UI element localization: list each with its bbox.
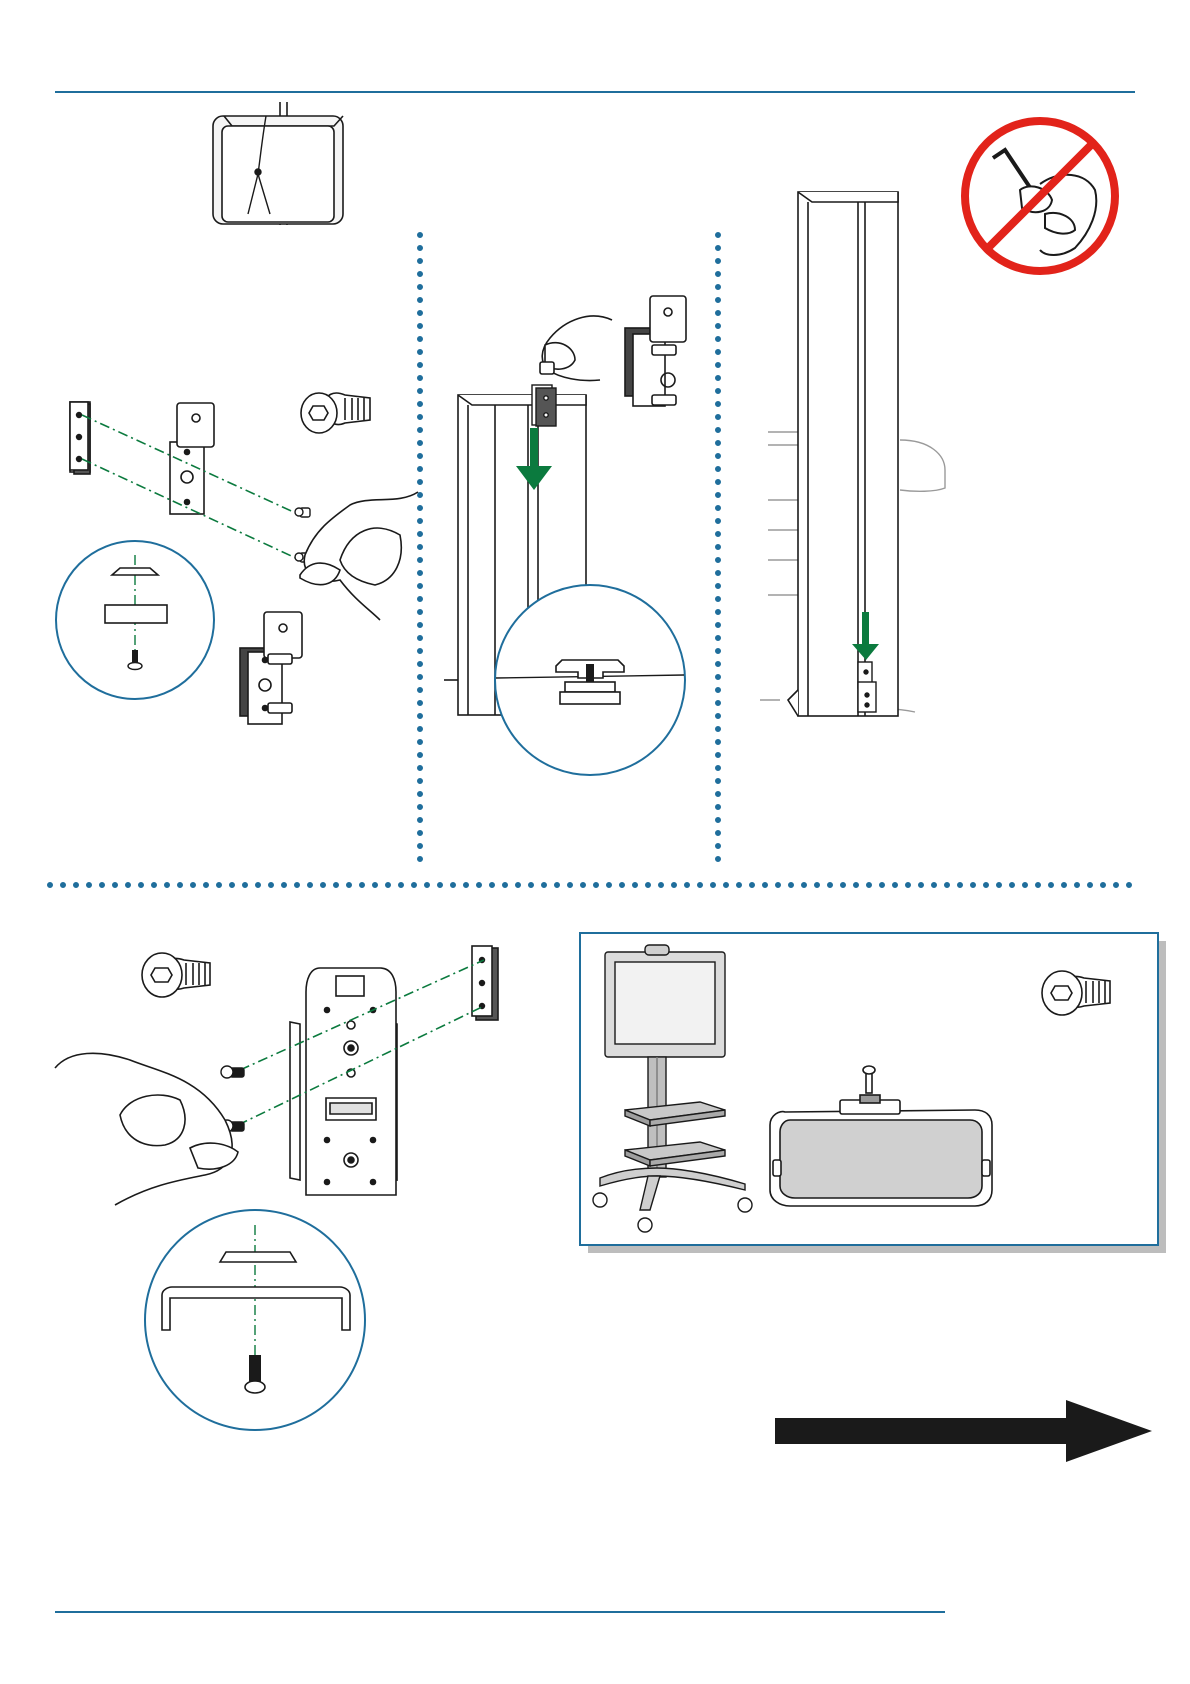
- box-icon: [213, 102, 343, 225]
- right-arrow-icon[interactable]: [775, 1400, 1152, 1462]
- hand-icon: [540, 316, 612, 380]
- screw-icon: [301, 393, 370, 433]
- hand-icon: [55, 1053, 238, 1205]
- bracket-icon: [532, 385, 556, 426]
- detail-circle-icon: [56, 541, 214, 699]
- bracket-icon-assembled: [625, 296, 686, 406]
- detail-circle-icon: [495, 585, 685, 775]
- bracket-icon-assembled: [240, 612, 302, 724]
- screw-icon: [142, 953, 210, 997]
- hand-icon: [300, 492, 418, 620]
- column-icon: [788, 192, 898, 716]
- bracket-icon: [70, 402, 214, 514]
- detail-circle-icon: [145, 1210, 365, 1430]
- no-tool-icon: [965, 121, 1115, 271]
- bracket-icon: [472, 946, 498, 1020]
- mount-plate-icon: [290, 968, 397, 1195]
